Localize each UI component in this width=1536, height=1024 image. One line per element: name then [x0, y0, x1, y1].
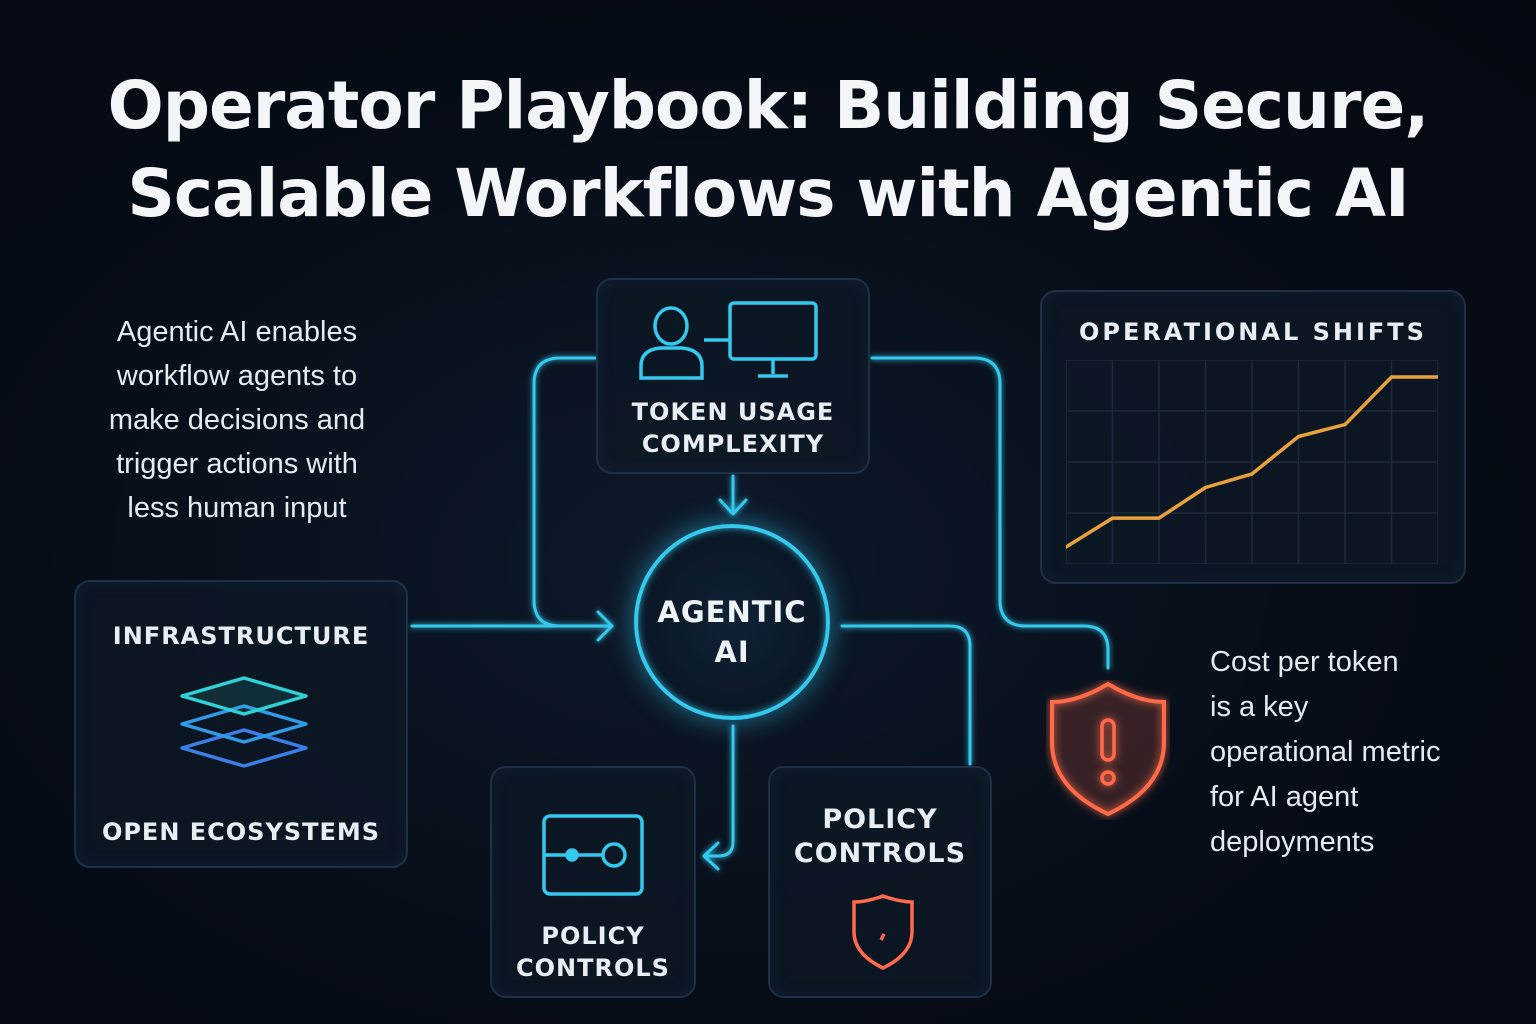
chart-grid — [1066, 360, 1438, 564]
policy-label-line-1: POLICY — [541, 922, 645, 950]
infrastructure-label: INFRASTRUCTURE — [112, 622, 370, 650]
wire-right-loop — [870, 356, 1110, 670]
intro-line: workflow agents to — [116, 360, 358, 392]
hub-label-line-2: AI — [714, 635, 750, 669]
arrow-to-policy — [702, 841, 720, 871]
chart-series-line — [1066, 375, 1438, 549]
person-icon — [639, 306, 704, 380]
wire-hub-policy — [706, 724, 735, 858]
hub-label: AGENTIC AI — [638, 592, 826, 672]
shield-alert-icon — [1050, 681, 1166, 817]
token-complexity-label: COMPLEXITY — [641, 430, 825, 458]
chart-title: OPERATIONAL SHIFTS — [1079, 318, 1427, 346]
title-line-1: Operator Playbook: Building Secure, — [107, 67, 1430, 144]
layers-icon — [180, 676, 308, 768]
agentic-ai-hub: AGENTIC AI — [634, 524, 830, 720]
token-usage-label: TOKEN USAGE — [631, 398, 835, 426]
shield-icon — [852, 894, 914, 970]
hub-label-line-1: AGENTIC — [657, 595, 807, 629]
policy-label-line-1: POLICY — [822, 804, 938, 835]
wire-hub-right — [840, 624, 972, 766]
operational-shifts-card: OPERATIONAL SHIFTS — [1040, 290, 1466, 584]
monitor-icon — [704, 301, 818, 378]
infrastructure-card: INFRASTRUCTURE OPEN ECOSYSTEMS — [74, 580, 408, 868]
intro-line: Agentic AI enables — [116, 316, 358, 348]
note-line: for AI agent — [1210, 781, 1359, 813]
toggle-icon — [542, 814, 644, 896]
token-usage-card: TOKEN USAGE COMPLEXITY — [596, 278, 870, 474]
note-line: Cost per token — [1210, 646, 1399, 678]
note-line: deployments — [1210, 826, 1375, 858]
policy-label-line-2: CONTROLS — [793, 838, 967, 869]
title-line-2: Scalable Workflows with Agentic AI — [127, 155, 1409, 232]
operational-shifts-chart — [1066, 360, 1438, 564]
intro-line: trigger actions with — [116, 448, 358, 480]
page-title: Operator Playbook: Building Secure, Scal… — [0, 62, 1536, 238]
policy-label-line-2: CONTROLS — [516, 954, 670, 982]
policy-controls-card-left: POLICY CONTROLS — [490, 766, 696, 998]
note-line: is a key — [1210, 691, 1309, 723]
intro-line: make decisions and — [108, 404, 366, 436]
intro-line: less human input — [127, 492, 347, 524]
note-line: operational metric — [1210, 736, 1441, 768]
intro-text: Agentic AI enables workflow agents to ma… — [72, 310, 402, 530]
cost-note: Cost per token is a key operational metr… — [1210, 640, 1510, 865]
policy-controls-card-right: POLICY CONTROLS — [768, 766, 992, 998]
arrow-down-hub — [718, 498, 748, 516]
open-ecosystems-label: OPEN ECOSYSTEMS — [101, 818, 381, 846]
arrow-into-hub — [596, 610, 614, 642]
